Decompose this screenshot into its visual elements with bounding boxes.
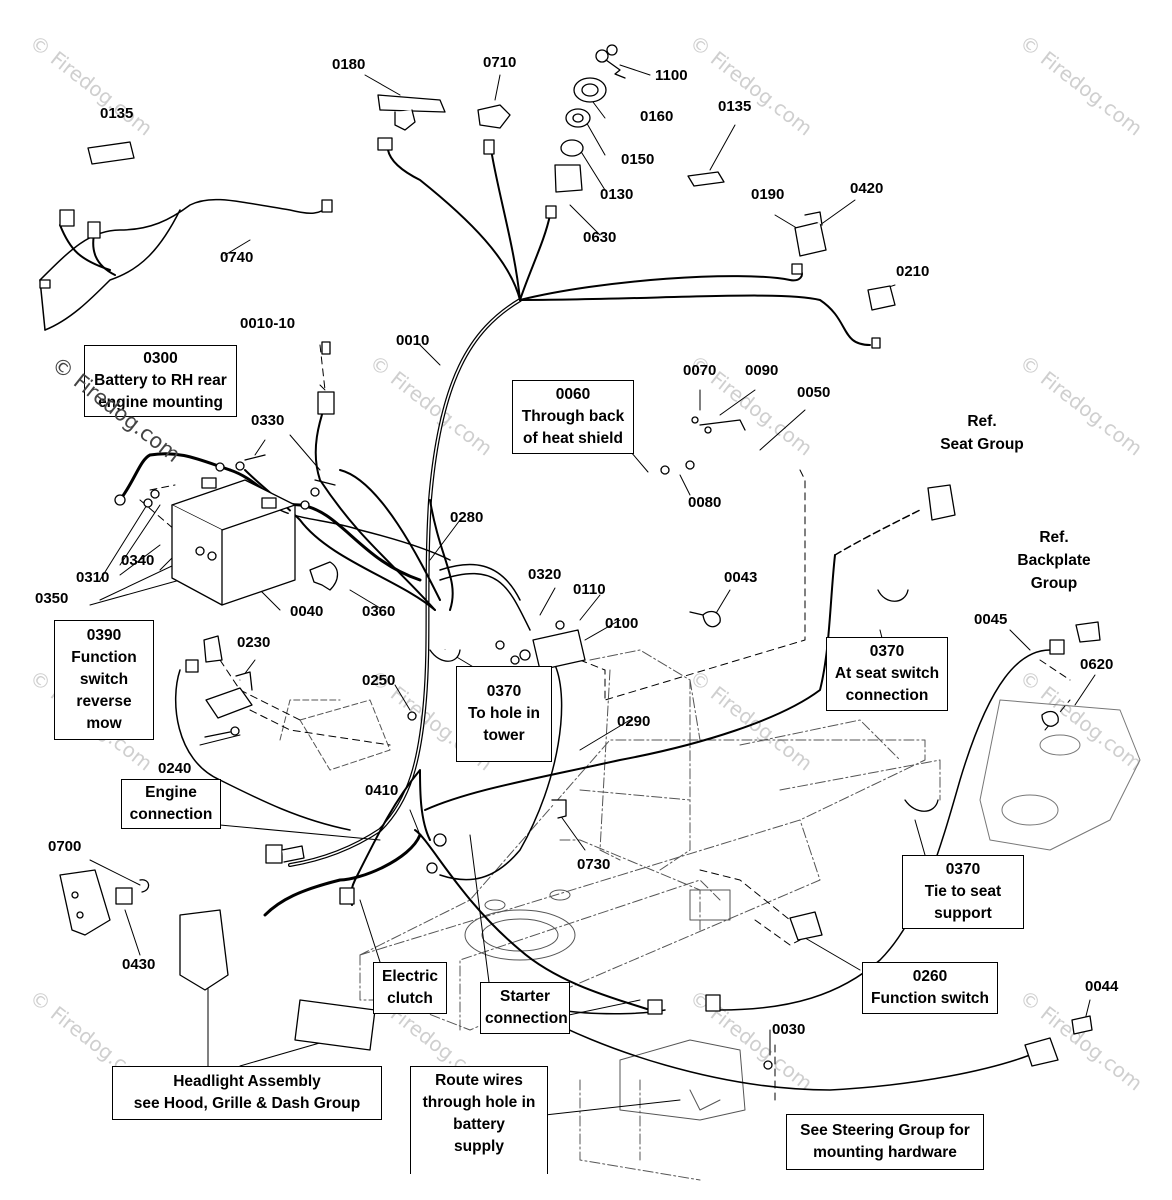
part-label: 0740 [220, 249, 254, 266]
part-label: 0045 [974, 611, 1008, 628]
part-label: 0730 [577, 856, 611, 873]
part-label: 0010-10 [240, 315, 296, 332]
part-label: 0043 [724, 569, 758, 586]
part-label: 0070 [683, 362, 717, 379]
part-label: 0320 [528, 566, 562, 583]
callout-starter-connection: Starter connection [480, 982, 570, 1034]
callout-route-wires: Route wires through hole in battery supp… [410, 1066, 548, 1174]
part-label: 0090 [745, 362, 779, 379]
part-label: 0340 [121, 552, 155, 569]
part-label: 0150 [621, 151, 655, 168]
callout-seat-switch: 0370 At seat switch connection [826, 637, 948, 711]
part-label: 0310 [76, 569, 110, 586]
part-label: 0620 [1080, 656, 1114, 673]
part-label: 0290 [617, 713, 651, 730]
part-label: 0130 [600, 186, 634, 203]
part-label: 0700 [48, 838, 82, 855]
part-label: 0100 [605, 615, 639, 632]
part-label: 0630 [583, 229, 617, 246]
callout-headlight-assembly: Headlight Assembly see Hood, Grille & Da… [112, 1066, 382, 1120]
part-label: 0240 [158, 760, 192, 777]
part-label: 0230 [237, 634, 271, 651]
part-label: 0330 [251, 412, 285, 429]
part-label: 0010 [396, 332, 430, 349]
part-label: 0050 [797, 384, 831, 401]
part-label: 0135 [100, 105, 134, 122]
part-label: 0030 [772, 1021, 806, 1038]
part-label: 0135 [718, 98, 752, 115]
part-label: 0080 [688, 494, 722, 511]
part-label: 0430 [122, 956, 156, 973]
part-label: 0160 [640, 108, 674, 125]
callout-function-switch: 0260 Function switch [862, 962, 998, 1014]
part-label: 0710 [483, 54, 517, 71]
callout-tower: 0370 To hole in tower [456, 666, 552, 762]
callout-steering-group: See Steering Group for mounting hardware [786, 1114, 984, 1170]
callout-battery: 0300 Battery to RH rear engine mounting [84, 345, 237, 417]
callout-engine-connection: Engine connection [121, 779, 221, 829]
callout-heat-shield: 0060 Through back of heat shield [512, 380, 634, 454]
part-label: 0190 [751, 186, 785, 203]
part-label: 0040 [290, 603, 324, 620]
part-label: 0180 [332, 56, 366, 73]
callout-seat-support: 0370 Tie to seat support [902, 855, 1024, 929]
part-label: 0110 [573, 581, 606, 598]
ref-backplate-group: Ref. Backplate Group [1017, 529, 1091, 592]
part-label: 0350 [35, 590, 69, 607]
callout-electric-clutch: Electric clutch [373, 962, 447, 1014]
part-label: 0410 [365, 782, 399, 799]
part-label: 0250 [362, 672, 396, 689]
callout-function-switch-reverse: 0390 Function switch reverse mow [54, 620, 154, 740]
part-label: 0210 [896, 263, 930, 280]
part-label: 0360 [362, 603, 396, 620]
part-label: 0420 [850, 180, 884, 197]
part-label: 0044 [1085, 978, 1119, 995]
ref-seat-group: Ref. Seat Group [940, 413, 1024, 453]
part-label: 1100 [655, 67, 688, 84]
part-label: 0280 [450, 509, 484, 526]
